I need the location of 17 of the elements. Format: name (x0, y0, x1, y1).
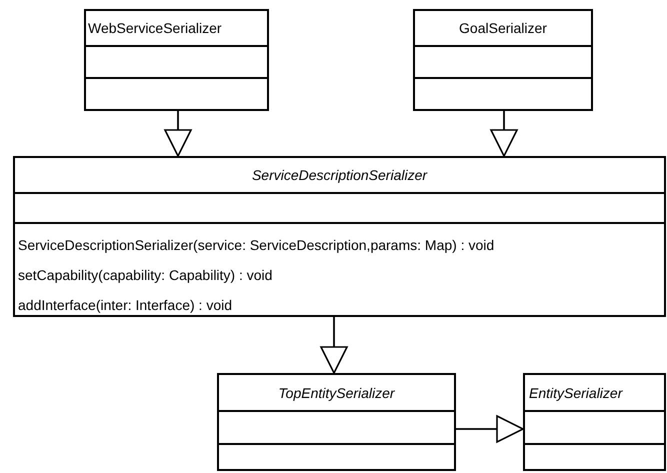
class-box (217, 373, 456, 471)
class-box (523, 373, 666, 471)
class-name: GoalSerializer (459, 20, 547, 36)
class-name: WebServiceSerializer (88, 20, 222, 36)
method-text: addInterface(inter: Interface) : void (18, 296, 233, 315)
class-name: ServiceDescriptionSerializer (252, 167, 428, 183)
class-box (13, 156, 666, 317)
method-text: setCapability(capability: Capability) : void (18, 266, 274, 285)
class-name: TopEntitySerializer (278, 384, 395, 400)
inheritance-arrow (164, 111, 192, 157)
method-text: ServiceDescriptionSerializer(service: ServiceDescription,params: Map) : void (18, 236, 496, 255)
inheritance-arrow (456, 415, 524, 443)
class-box (84, 9, 269, 111)
class-name: EntitySerializer (529, 384, 622, 400)
inheritance-arrow (490, 111, 518, 157)
class-box (413, 9, 593, 111)
inheritance-arrow (320, 317, 348, 374)
